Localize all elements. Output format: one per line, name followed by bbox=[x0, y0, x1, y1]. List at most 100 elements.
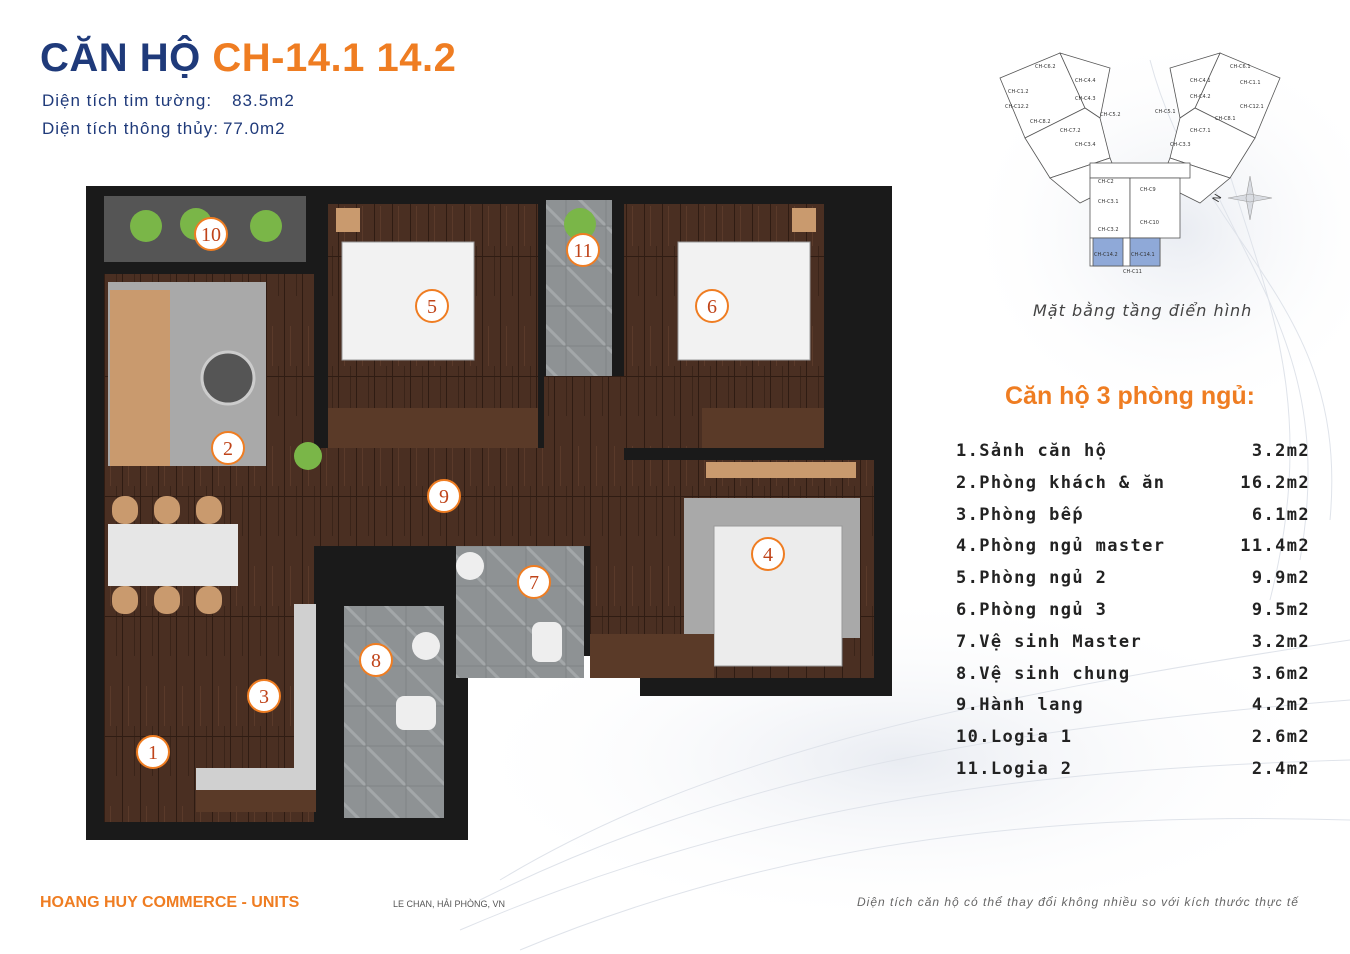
key-unit-label: CH-C3.3 bbox=[1170, 142, 1191, 148]
room-area: 2.6m2 bbox=[1251, 727, 1310, 748]
key-unit-label: CH-C6.2 bbox=[1035, 64, 1056, 70]
desk bbox=[706, 462, 856, 478]
title-prefix: CĂN HỘ bbox=[40, 36, 201, 80]
list-item: 10.Logia 1 2.6m2 bbox=[956, 727, 1310, 759]
page-title: CĂN HỘ CH-14.1 14.2 bbox=[40, 36, 456, 81]
room-marker-8: 8 bbox=[359, 643, 393, 677]
key-unit-label: CH-C7.1 bbox=[1190, 128, 1211, 134]
highlight-unit-14-1 bbox=[1129, 237, 1161, 267]
dining-table bbox=[108, 524, 238, 586]
key-unit-label: CH-C5.2 bbox=[1100, 112, 1121, 118]
summary-title: Căn hộ 3 phòng ngủ: bbox=[1005, 382, 1255, 410]
room-number: 6 bbox=[707, 296, 717, 318]
room-name: 7.Vệ sinh Master bbox=[956, 631, 1143, 652]
disclaimer-note: Diện tích căn hộ có thể thay đổi không n… bbox=[857, 895, 1299, 909]
room-name: 10.Logia 1 bbox=[956, 727, 1073, 748]
area-gross-value: 83.5m2 bbox=[232, 91, 295, 110]
plant-icon bbox=[294, 442, 322, 470]
list-item: 11.Logia 2 2.4m2 bbox=[956, 759, 1310, 791]
compass-icon: N bbox=[1211, 175, 1273, 221]
room-area: 2.4m2 bbox=[1251, 758, 1310, 779]
room-area: 9.5m2 bbox=[1251, 599, 1310, 620]
room-number: 10 bbox=[201, 224, 221, 246]
room-marker-2: 2 bbox=[211, 431, 245, 465]
key-unit-label: CH-C14.2 bbox=[1094, 252, 1118, 258]
list-item: 8.Vệ sinh chung 3.6m2 bbox=[956, 664, 1310, 696]
brand-name: HOANG HUY COMMERCE - UNITS bbox=[40, 894, 300, 911]
room-name: 4.Phòng ngủ master bbox=[956, 536, 1166, 557]
room-marker-5: 5 bbox=[415, 289, 449, 323]
corridor-floor bbox=[314, 448, 624, 546]
key-unit-label: CH-C4.2 bbox=[1190, 94, 1211, 100]
wardrobe bbox=[702, 408, 824, 448]
address: LE CHAN, HẢI PHÒNG, VN bbox=[393, 899, 506, 909]
room-area: 3.2m2 bbox=[1251, 441, 1310, 461]
room-number: 8 bbox=[371, 650, 381, 672]
room-area: 4.2m2 bbox=[1251, 695, 1310, 716]
corridor-floor-2 bbox=[544, 376, 624, 456]
room-number: 1 bbox=[148, 742, 158, 764]
key-unit-label: CH-C4.4 bbox=[1075, 78, 1096, 84]
room-area: 6.1m2 bbox=[1251, 504, 1310, 525]
list-item: 2.Phòng khách & ăn 16.2m2 bbox=[956, 473, 1310, 505]
wardrobe bbox=[590, 634, 714, 678]
room-marker-3: 3 bbox=[247, 679, 281, 713]
room-marker-11: 11 bbox=[566, 233, 600, 267]
key-unit-label: CH-C7.2 bbox=[1060, 128, 1081, 134]
room-name: 6.Phòng ngủ 3 bbox=[956, 599, 1108, 620]
list-item: 7.Vệ sinh Master 3.2m2 bbox=[956, 632, 1310, 664]
key-unit-label: CH-C10 bbox=[1140, 220, 1159, 226]
room-name: 3.Phòng bếp bbox=[956, 504, 1084, 525]
list-item: 3.Phòng bếp 6.1m2 bbox=[956, 505, 1310, 537]
room-name: 2.Phòng khách & ăn bbox=[956, 472, 1166, 493]
bed bbox=[341, 241, 475, 361]
room-name: 8.Vệ sinh chung bbox=[956, 663, 1131, 684]
key-unit-label: CH-C8.2 bbox=[1030, 119, 1051, 125]
dining-chairs bbox=[112, 496, 222, 614]
toilet-icon bbox=[532, 622, 562, 662]
key-plan-diagram: CH-C6.2 CH-C4.4 CH-C1.2 CH-C12.2 CH-C4.3… bbox=[999, 52, 1281, 275]
room-area: 3.6m2 bbox=[1251, 663, 1310, 684]
room-marker-7: 7 bbox=[517, 565, 551, 599]
room-number: 5 bbox=[427, 296, 437, 318]
key-unit-label: CH-C4.1 bbox=[1190, 78, 1211, 84]
key-unit-label: CH-C11 bbox=[1123, 269, 1142, 275]
list-item: 4.Phòng ngủ master 11.4m2 bbox=[956, 536, 1310, 568]
toilet-icon bbox=[396, 696, 436, 730]
title-code: CH-14.1 14.2 bbox=[212, 36, 457, 80]
room-marker-10: 10 bbox=[194, 217, 228, 251]
key-unit-label: CH-C6.1 bbox=[1230, 64, 1251, 70]
key-unit-label: CH-C1.2 bbox=[1008, 89, 1029, 95]
room-area: 16.2m2 bbox=[1240, 472, 1310, 493]
floor-plan: 1 2 3 4 5 6 7 8 9 10 11 bbox=[86, 186, 892, 840]
room-marker-6: 6 bbox=[695, 289, 729, 323]
kitchen-counter bbox=[196, 604, 316, 790]
room-number: 7 bbox=[529, 572, 539, 594]
wardrobe bbox=[328, 408, 538, 448]
area-net: Diện tích thông thủy:77.0m2 bbox=[42, 119, 286, 139]
room-area: 9.9m2 bbox=[1251, 568, 1310, 589]
room-area: 11.4m2 bbox=[1240, 536, 1310, 557]
key-plan-caption: Mặt bằng tầng điển hình bbox=[1033, 301, 1253, 320]
key-unit-label: CH-C14.1 bbox=[1131, 252, 1155, 258]
room-number: 4 bbox=[763, 544, 773, 566]
key-unit-label: CH-C3.2 bbox=[1098, 227, 1119, 233]
key-unit-label: CH-C3.1 bbox=[1098, 199, 1119, 205]
room-number: 9 bbox=[439, 486, 449, 508]
sofa bbox=[110, 290, 170, 466]
key-unit-label: CH-C8.1 bbox=[1215, 116, 1236, 122]
list-item: 6.Phòng ngủ 3 9.5m2 bbox=[956, 600, 1310, 632]
room-name: 11.Logia 2 bbox=[956, 758, 1073, 779]
key-unit-label: CH-C3.4 bbox=[1075, 142, 1096, 148]
room-area: 3.2m2 bbox=[1251, 631, 1310, 652]
shower-icon bbox=[456, 552, 484, 580]
key-unit-label: CH-C12.2 bbox=[1005, 104, 1029, 110]
coffee-table bbox=[200, 350, 256, 406]
room-number: 2 bbox=[223, 438, 233, 460]
room-marker-9: 9 bbox=[427, 479, 461, 513]
svg-text:N: N bbox=[1211, 193, 1224, 205]
